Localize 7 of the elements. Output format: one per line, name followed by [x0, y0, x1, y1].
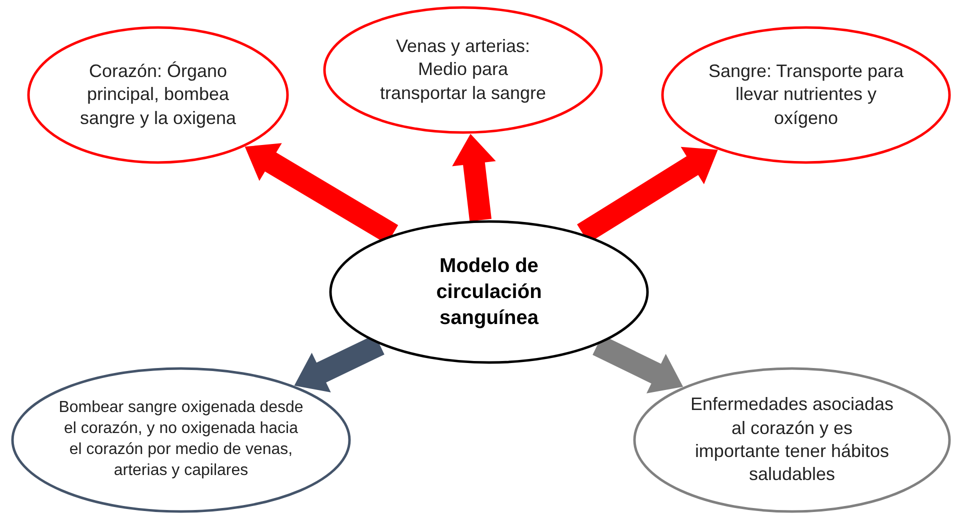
node-text: Sangre: Transporte para llevar nutrientes y oxígeno [707, 60, 905, 130]
node-text: Corazón: Órgano principal, bombea sangre y la oxigena [78, 60, 238, 130]
node-text: Venas y arterias: Medio para transportar la sangre [378, 34, 548, 105]
node-text: Bombear sangre oxigenada desde el corazón, y no oxigenada hacia el corazón por medio de venas, arterias y capilares [58, 398, 304, 481]
node-text: Modelo de circulación sanguínea [435, 254, 543, 331]
node-text: Enfermedades asociadas al corazón y es importante tener hábitos saludables [690, 393, 894, 486]
block-arrow [452, 134, 496, 222]
